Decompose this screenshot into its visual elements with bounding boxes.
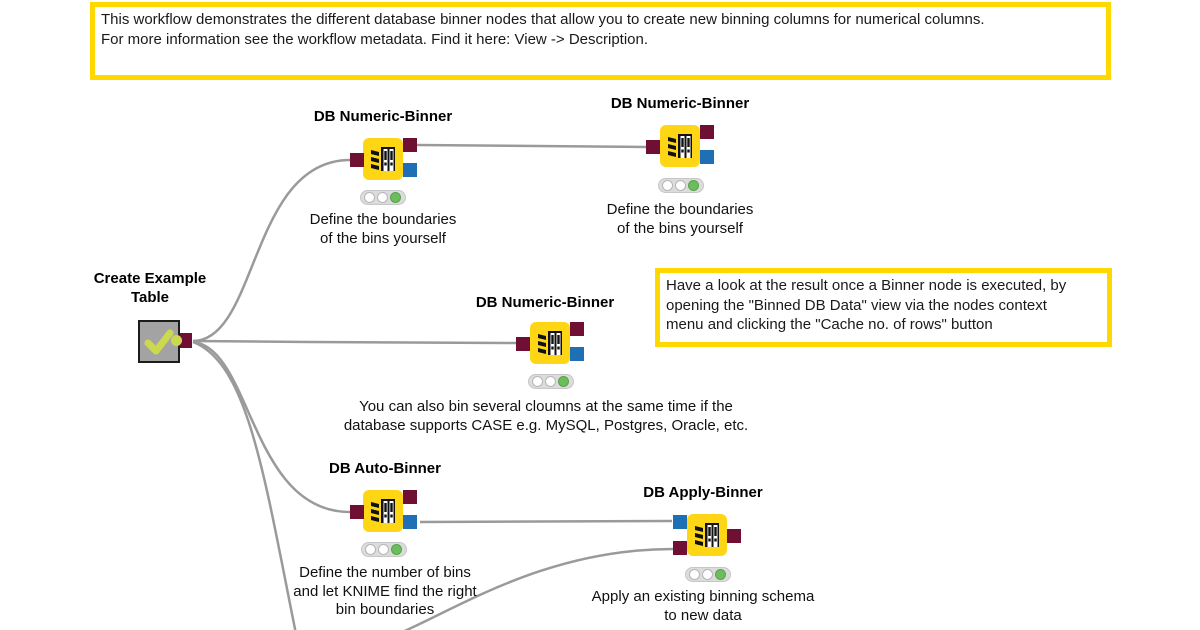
status-green-on xyxy=(391,544,402,555)
traffic-light-status xyxy=(361,542,407,557)
binner-icon xyxy=(538,331,562,355)
db-session-output-port[interactable] xyxy=(700,150,714,164)
db-data-input-port[interactable] xyxy=(350,153,364,167)
wire-offscreen-to-apply xyxy=(403,547,674,630)
node-db-auto-binner[interactable] xyxy=(363,490,403,532)
wire-numeric1-to-numeric2 xyxy=(416,143,647,149)
annotation-text: You can also bin several cloumns at the … xyxy=(359,398,733,415)
node-db-apply-binner[interactable] xyxy=(687,514,727,556)
node-title-db-numeric-binner-3: DB Numeric-Binner xyxy=(475,294,615,311)
db-session-output-port[interactable] xyxy=(403,163,417,177)
traffic-light-status xyxy=(685,567,731,582)
db-data-output-port[interactable] xyxy=(570,322,584,336)
db-data-output-port[interactable] xyxy=(700,125,714,139)
db-session-output-port[interactable] xyxy=(403,515,417,529)
annotation-text: database supports CASE e.g. MySQL, Postg… xyxy=(343,417,749,434)
db-data-output-port[interactable] xyxy=(727,529,741,543)
db-data-output-port[interactable] xyxy=(403,138,417,152)
status-green-on xyxy=(715,569,726,580)
annotation-text: opening the "Binned DB Data" view via th… xyxy=(666,296,1047,314)
annotation-case-note[interactable]: You can also bin several cloumns at the … xyxy=(344,397,748,435)
wire-create-to-numeric3 xyxy=(192,339,518,345)
db-data-output-port[interactable] xyxy=(403,490,417,504)
status-green-on xyxy=(688,180,699,191)
status-red-off xyxy=(662,180,673,191)
node-caption: Define the number of bins and let KNIME … xyxy=(293,564,477,618)
traffic-light-status xyxy=(658,178,704,193)
db-session-output-port[interactable] xyxy=(570,347,584,361)
node-db-numeric-binner-3[interactable] xyxy=(530,322,570,364)
node-db-numeric-binner-2[interactable] xyxy=(660,125,700,167)
binner-icon xyxy=(371,147,395,171)
binner-icon xyxy=(668,134,692,158)
status-green-on xyxy=(558,376,569,387)
status-red-off xyxy=(532,376,543,387)
flow-variable-dot xyxy=(171,335,182,346)
node-title-db-numeric-binner-1: DB Numeric-Binner xyxy=(313,108,453,125)
binner-icon xyxy=(695,523,719,547)
status-yellow-off xyxy=(675,180,686,191)
node-title-db-apply-binner: DB Apply-Binner xyxy=(643,484,763,501)
status-red-off xyxy=(364,192,375,203)
status-yellow-off xyxy=(378,544,389,555)
wire-create-to-numeric1 xyxy=(192,158,351,343)
node-db-numeric-binner-1[interactable] xyxy=(363,138,403,180)
node-caption: Define the boundaries of the bins yourse… xyxy=(309,211,457,247)
status-yellow-off xyxy=(377,192,388,203)
node-caption: Define the boundaries of the bins yourse… xyxy=(606,201,754,237)
node-title-db-auto-binner: DB Auto-Binner xyxy=(329,460,441,477)
status-yellow-off xyxy=(702,569,713,580)
status-red-off xyxy=(689,569,700,580)
annotation-text: For more information see the workflow me… xyxy=(101,30,649,48)
traffic-light-status xyxy=(528,374,574,389)
node-title-db-numeric-binner-2: DB Numeric-Binner xyxy=(610,95,750,112)
db-session-input-port[interactable] xyxy=(673,515,687,529)
node-title-create-example-table: Create Example Table xyxy=(93,270,207,306)
annotation-text: menu and clicking the "Cache no. of rows… xyxy=(666,316,993,333)
annotation-text: This workflow demonstrates the different… xyxy=(101,11,985,28)
db-data-input-port[interactable] xyxy=(516,337,530,351)
binner-icon xyxy=(371,499,395,523)
checkmark-icon xyxy=(144,329,174,355)
status-yellow-off xyxy=(545,376,556,387)
annotation-result-note[interactable]: Have a look at the result once a Binner … xyxy=(655,268,1112,347)
wire-create-to-auto xyxy=(192,340,351,514)
db-data-input-port[interactable] xyxy=(646,140,660,154)
db-data-input-port[interactable] xyxy=(673,541,687,555)
annotation-text: Have a look at the result once a Binner … xyxy=(666,277,1067,294)
db-data-input-port[interactable] xyxy=(350,505,364,519)
node-caption: Apply an existing binning schema to new … xyxy=(591,588,815,624)
db-data-output-port[interactable] xyxy=(180,333,192,348)
status-green-on xyxy=(390,192,401,203)
traffic-light-status xyxy=(360,190,406,205)
wire-auto-to-apply xyxy=(419,519,673,524)
wire-create-to-offscreen xyxy=(192,340,297,630)
status-red-off xyxy=(365,544,376,555)
annotation-top-note[interactable]: This workflow demonstrates the different… xyxy=(90,2,1111,80)
